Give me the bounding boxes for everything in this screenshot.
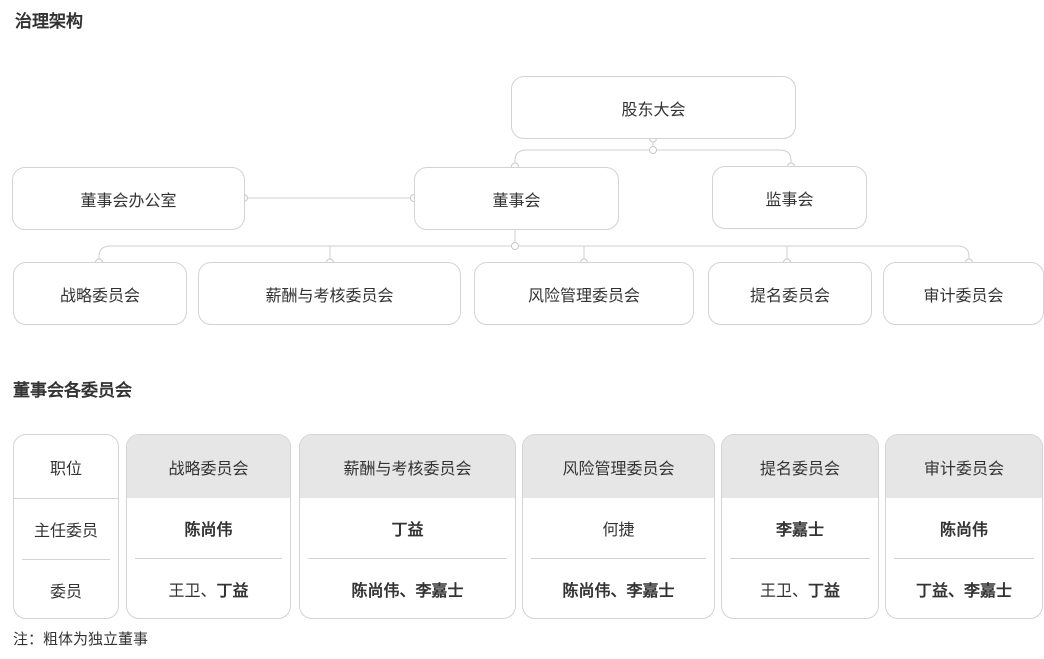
members-cell: 陈尚伟、李嘉士 [351,581,464,600]
chair-cell: 李嘉士 [775,520,824,539]
member-name: 王卫 [759,581,792,600]
divider [22,559,110,560]
members-cell: 陈尚伟、李嘉士 [562,581,675,600]
section-title-committees: 董事会各委员会 [13,381,132,401]
org-node-audit-committee: 审计委员会 [883,262,1044,325]
footnote: 注：粗体为独立董事 [13,630,149,648]
org-node-shareholders: 股东大会 [511,76,796,139]
table-position-column: 职位 主任委员 委员 [13,434,119,619]
section-title-structure: 治理架构 [15,12,83,32]
divider [730,558,870,559]
column-header: 薪酬与考核委员会 [300,435,515,498]
column-header: 审计委员会 [886,435,1042,498]
members-cell: 王卫、丁益 [722,559,878,618]
table-column-risk: 风险管理委员会 何捷 陈尚伟、李嘉士 [522,434,715,619]
org-node-supervisory: 监事会 [712,166,867,229]
table-column-nomination: 提名委员会 李嘉士 王卫、丁益 [721,434,879,619]
members-cell: 王卫、丁益 [127,559,290,618]
column-header: 战略委员会 [127,435,290,498]
member-sep: 、 [200,581,217,600]
member-name: 丁益 [216,581,249,600]
row-label-chair: 主任委员 [33,521,98,540]
divider [894,558,1034,559]
member-sep: 、 [791,581,808,600]
org-node-remuneration-committee: 薪酬与考核委员会 [198,262,461,325]
member-name: 王卫 [168,581,201,600]
org-node-nomination-committee: 提名委员会 [708,262,872,325]
org-node-risk-committee: 风险管理委员会 [474,262,694,325]
org-node-board: 董事会 [414,167,619,230]
table-column-strategy: 战略委员会 陈尚伟 王卫、丁益 [126,434,291,619]
position-header: 职位 [14,435,118,499]
chair-cell: 陈尚伟 [184,520,233,539]
chair-cell: 何捷 [602,520,635,539]
column-header: 风险管理委员会 [523,435,714,498]
row-label-members: 委员 [49,582,82,601]
divider [135,558,282,559]
chair-cell: 丁益 [391,520,424,539]
org-node-board-office: 董事会办公室 [12,167,245,230]
members-cell: 丁益、李嘉士 [915,581,1012,600]
divider [308,558,507,559]
org-node-strategy-committee: 战略委员会 [13,262,187,325]
table-column-remuneration: 薪酬与考核委员会 丁益 陈尚伟、李嘉士 [299,434,516,619]
column-header: 提名委员会 [722,435,878,498]
table-column-audit: 审计委员会 陈尚伟 丁益、李嘉士 [885,434,1043,619]
chair-cell: 陈尚伟 [939,520,988,539]
divider [531,558,706,559]
member-name: 丁益 [808,581,841,600]
